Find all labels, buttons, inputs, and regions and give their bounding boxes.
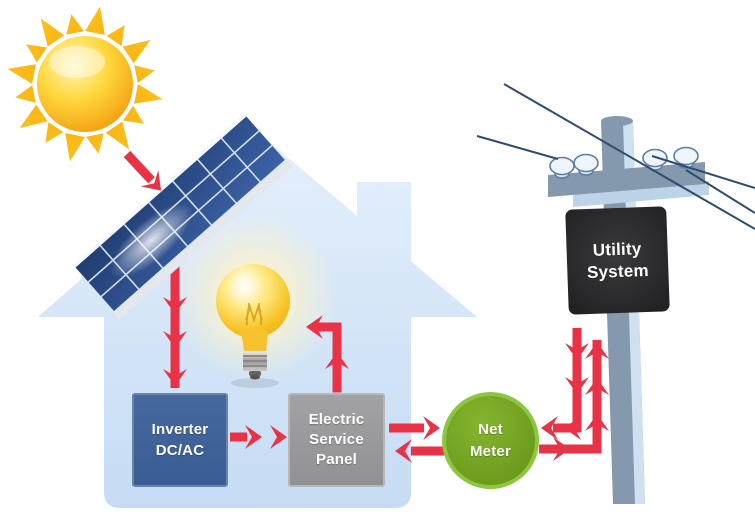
- arrow-panel-to-meter: [389, 416, 440, 440]
- net-meter-label-line2: Meter: [469, 442, 511, 460]
- solar-panel-icon: [71, 112, 293, 320]
- sun-disc: [37, 36, 133, 132]
- crossarm-shadow: [573, 181, 709, 207]
- utility-system-box: Utility System: [565, 206, 670, 315]
- crossarm-shape: [548, 162, 705, 197]
- inverter-label-line2: DC/AC: [155, 442, 205, 459]
- arrow-utility-to-meter: [541, 328, 589, 440]
- arrow-meter-to-utility: [539, 340, 609, 461]
- service-panel-label-line2: Service: [309, 431, 364, 448]
- light-bulb-icon: [216, 264, 290, 388]
- panel-glare: [110, 202, 193, 278]
- arrow-meter-to-panel: [395, 439, 446, 463]
- inverter-box: Inverter DC/AC: [132, 393, 228, 487]
- arrow-panel-to-bulb: [306, 315, 349, 393]
- arrow-panel-to-inverter: [163, 260, 187, 388]
- arrow-inverter-to-panel: [230, 425, 287, 449]
- sun-icon: [5, 4, 165, 164]
- bulb-shadow: [231, 378, 279, 388]
- electric-service-panel-box: Electric Service Panel: [288, 393, 385, 487]
- net-meter-label-line1: Net: [478, 420, 503, 438]
- power-lines-icon: [476, 83, 755, 230]
- net-meter-badge: Net Meter: [442, 392, 539, 489]
- service-panel-label-line1: Electric: [308, 411, 365, 428]
- inverter-label-line1: Inverter: [151, 421, 209, 438]
- service-panel-label-line3: Panel: [315, 451, 358, 468]
- arrow-sun-to-panel: [123, 150, 162, 191]
- utility-system-label-line2: System: [586, 260, 650, 282]
- utility-system-label-line1: Utility: [592, 238, 642, 260]
